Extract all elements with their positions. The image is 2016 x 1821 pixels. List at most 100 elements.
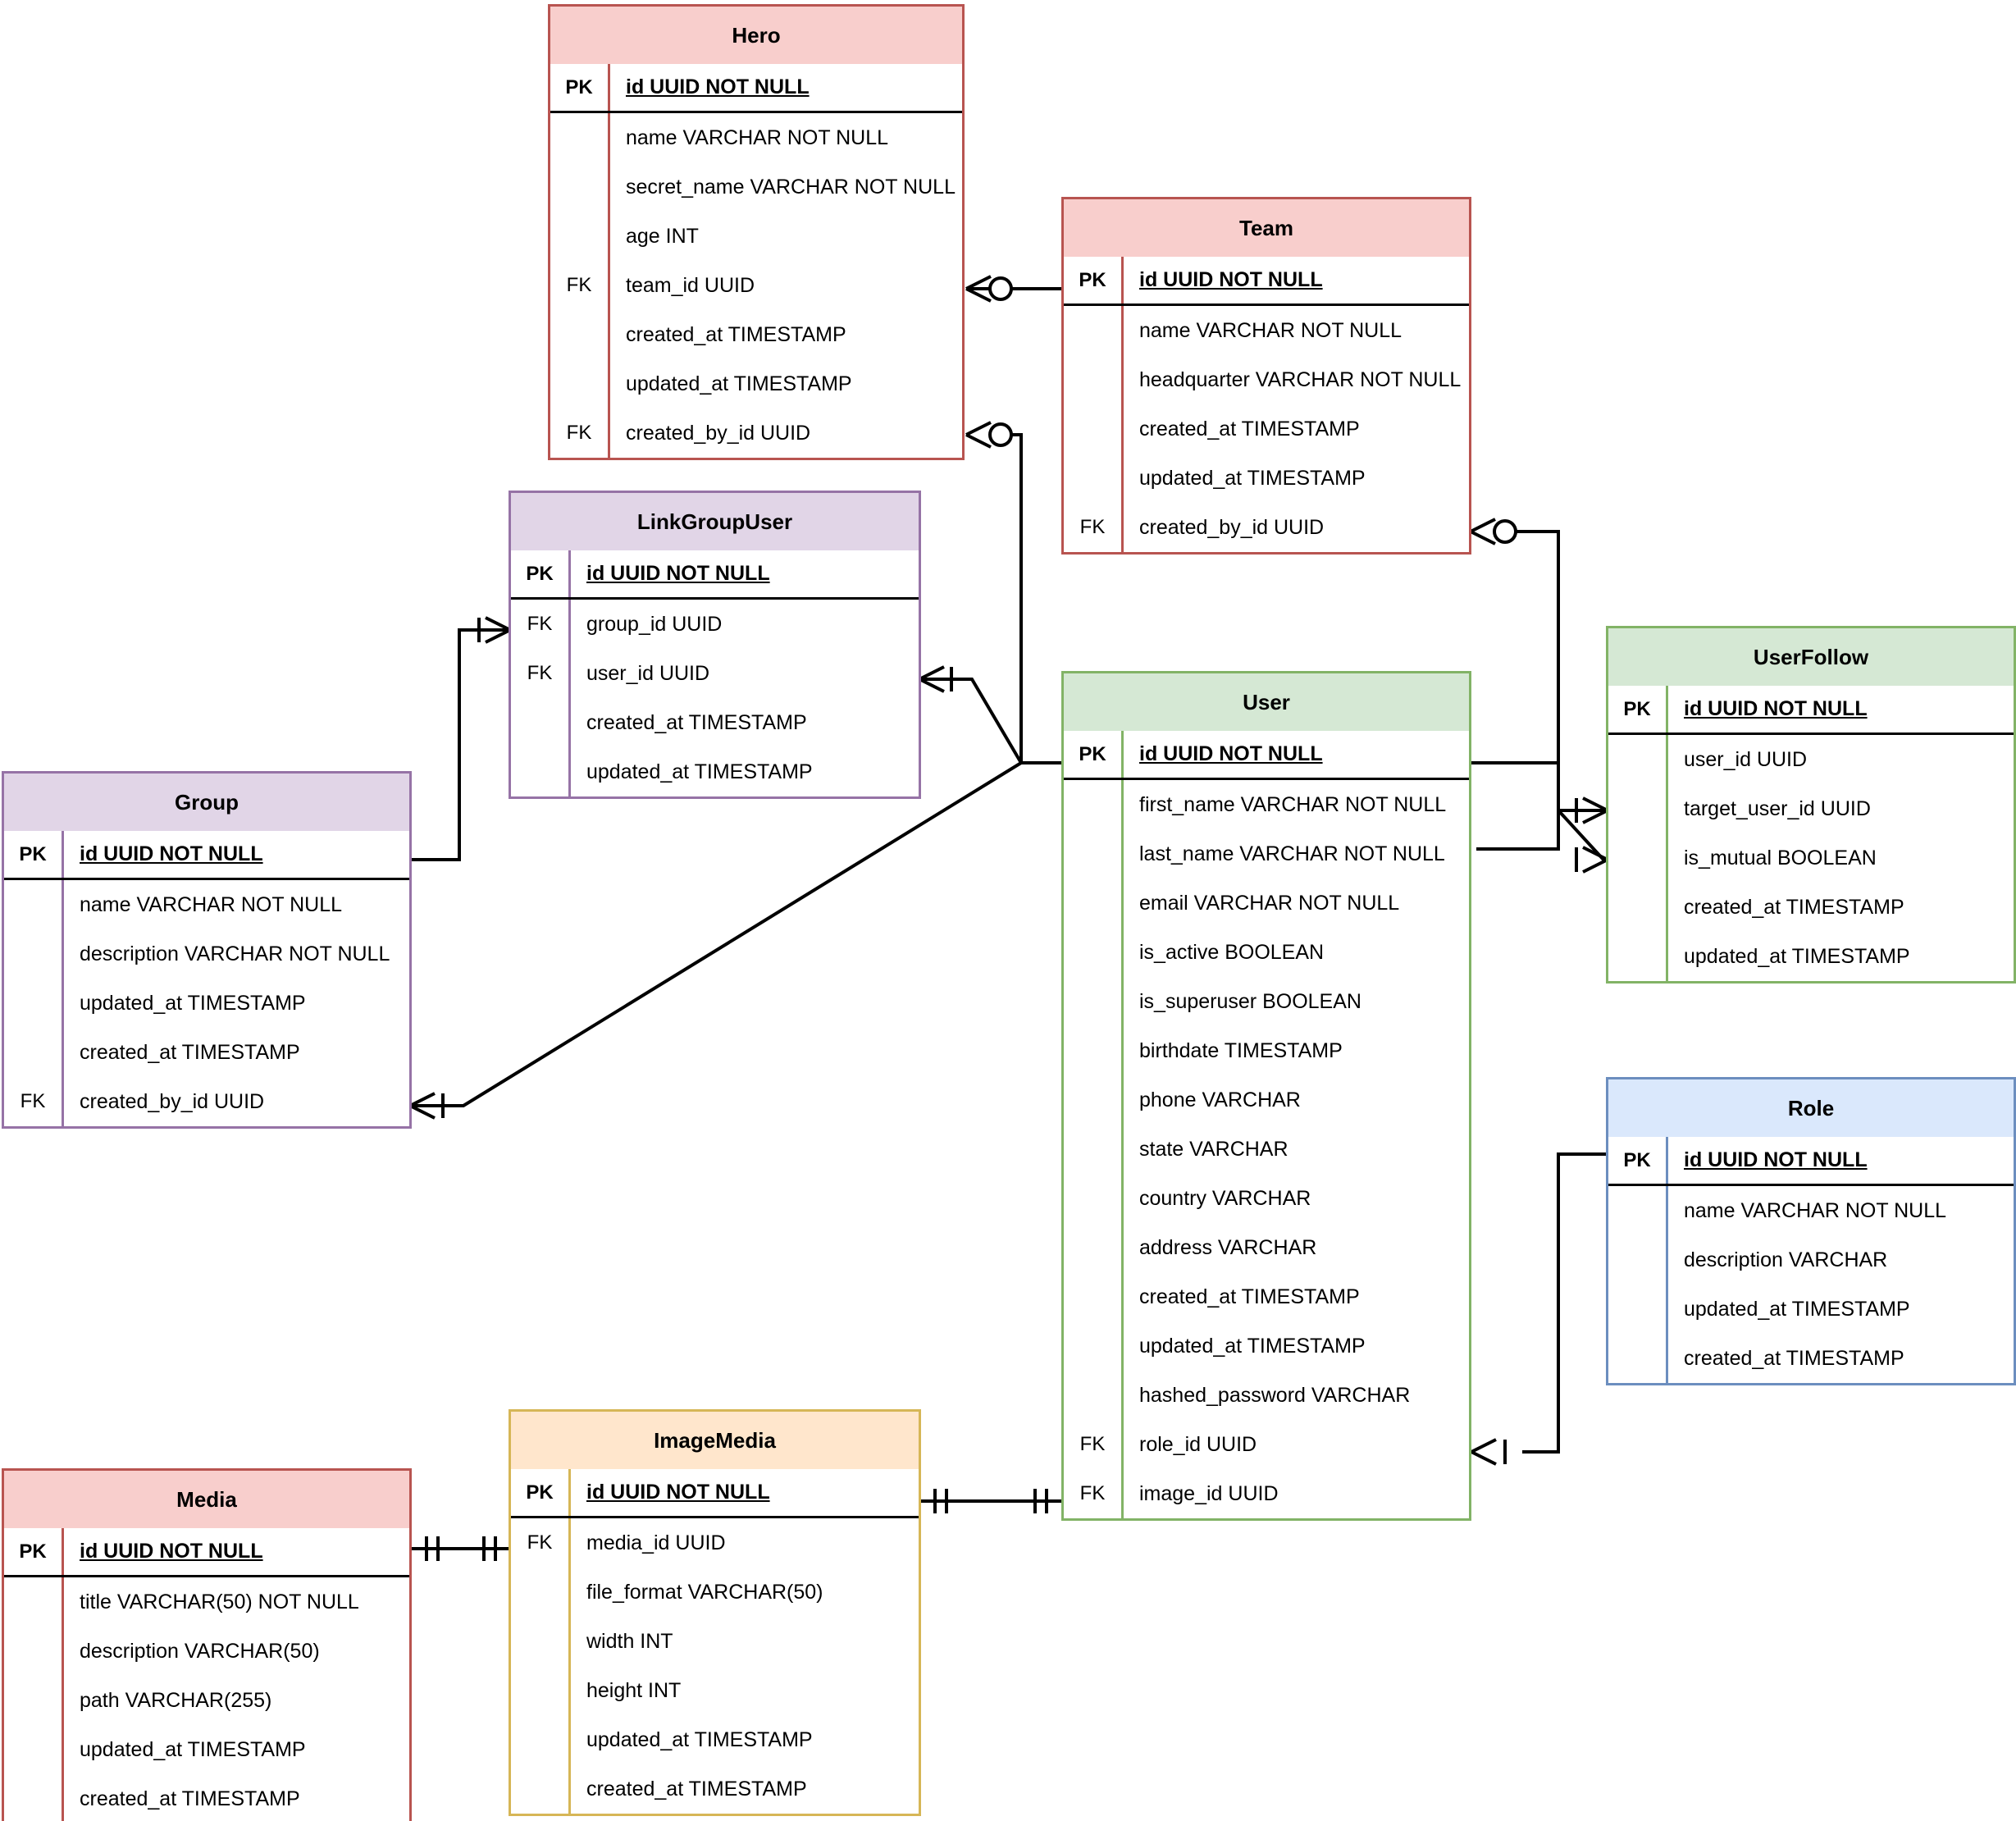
column-field: target_user_id UUID bbox=[1684, 796, 1871, 820]
table-row[interactable]: target_user_id UUID bbox=[1608, 784, 2014, 833]
field-cell: group_id UUID bbox=[568, 613, 919, 637]
table-row[interactable]: updated_at TIMESTAMP bbox=[4, 1725, 409, 1774]
table-row[interactable]: updated_at TIMESTAMP bbox=[511, 747, 919, 796]
table-row[interactable]: updated_at TIMESTAMP bbox=[1608, 1285, 2014, 1334]
fk-badge: FK bbox=[566, 422, 592, 444]
primary-key-field: id UUID NOT NULL bbox=[1139, 742, 1323, 765]
table-row[interactable]: secret_name VARCHAR NOT NULL bbox=[550, 162, 962, 212]
table-row[interactable]: name VARCHAR NOT NULL bbox=[550, 113, 962, 162]
field-cell: headquarter VARCHAR NOT NULL bbox=[1121, 368, 1469, 392]
column-field: created_at TIMESTAMP bbox=[1139, 417, 1360, 440]
table-row[interactable]: user_id UUID bbox=[1608, 735, 2014, 784]
field-cell: created_by_id UUID bbox=[1121, 516, 1469, 540]
table-row[interactable]: created_at TIMESTAMP bbox=[550, 310, 962, 359]
table-row[interactable]: created_at TIMESTAMP bbox=[4, 1774, 409, 1821]
table-row[interactable]: height INT bbox=[511, 1666, 919, 1715]
field-cell: last_name VARCHAR NOT NULL bbox=[1121, 842, 1469, 866]
field-cell: birthdate TIMESTAMP bbox=[1121, 1039, 1469, 1063]
table-row[interactable]: created_at TIMESTAMP bbox=[1064, 404, 1469, 454]
field-cell: team_id UUID bbox=[608, 274, 962, 298]
table-row[interactable]: hashed_password VARCHAR bbox=[1064, 1371, 1469, 1420]
table-row[interactable]: updated_at TIMESTAMP bbox=[550, 359, 962, 408]
field-cell: updated_at TIMESTAMP bbox=[568, 760, 919, 784]
table-row[interactable]: birthdate TIMESTAMP bbox=[1064, 1026, 1469, 1075]
field-cell: secret_name VARCHAR NOT NULL bbox=[608, 176, 962, 199]
table-row[interactable]: created_at TIMESTAMP bbox=[1608, 1334, 2014, 1383]
table-row[interactable]: state VARCHAR bbox=[1064, 1125, 1469, 1174]
field-cell: is_mutual BOOLEAN bbox=[1666, 847, 2014, 870]
pk-badge: PK bbox=[1079, 742, 1106, 765]
table-row[interactable]: created_at TIMESTAMP bbox=[4, 1028, 409, 1077]
table-row[interactable]: description VARCHAR NOT NULL bbox=[4, 929, 409, 979]
table-row[interactable]: name VARCHAR NOT NULL bbox=[4, 880, 409, 929]
field-cell: created_at TIMESTAMP bbox=[568, 711, 919, 735]
table-row[interactable]: description VARCHAR(50) bbox=[4, 1627, 409, 1676]
table-row[interactable]: updated_at TIMESTAMP bbox=[1608, 932, 2014, 981]
table-row[interactable]: headquarter VARCHAR NOT NULL bbox=[1064, 355, 1469, 404]
pk-badge: PK bbox=[565, 75, 593, 98]
table-row[interactable]: country VARCHAR bbox=[1064, 1174, 1469, 1223]
column-field: hashed_password VARCHAR bbox=[1139, 1383, 1411, 1407]
table-row[interactable]: is_superuser BOOLEAN bbox=[1064, 977, 1469, 1026]
table-row[interactable]: age INT bbox=[550, 212, 962, 261]
table-row[interactable]: created_at TIMESTAMP bbox=[511, 1764, 919, 1814]
table-row[interactable]: name VARCHAR NOT NULL bbox=[1064, 306, 1469, 355]
table-row[interactable]: updated_at TIMESTAMP bbox=[1064, 454, 1469, 503]
table-row[interactable]: created_at TIMESTAMP bbox=[1608, 883, 2014, 932]
table-row[interactable]: is_active BOOLEAN bbox=[1064, 928, 1469, 977]
table-row[interactable]: updated_at TIMESTAMP bbox=[511, 1715, 919, 1764]
table-row[interactable]: description VARCHAR bbox=[1608, 1235, 2014, 1285]
column-field: email VARCHAR NOT NULL bbox=[1139, 891, 1400, 915]
column-field: team_id UUID bbox=[626, 273, 755, 297]
table-row[interactable]: updated_at TIMESTAMP bbox=[1064, 1321, 1469, 1371]
table-row[interactable]: file_format VARCHAR(50) bbox=[511, 1568, 919, 1617]
table-row[interactable]: PK id UUID NOT NULL bbox=[1064, 731, 1469, 780]
column-field: created_by_id UUID bbox=[80, 1089, 265, 1113]
table-title-team: Team bbox=[1064, 199, 1469, 257]
table-row[interactable]: first_name VARCHAR NOT NULL bbox=[1064, 780, 1469, 829]
table-title-user: User bbox=[1064, 673, 1469, 731]
table-row[interactable]: is_mutual BOOLEAN bbox=[1608, 833, 2014, 883]
column-field: created_at TIMESTAMP bbox=[1684, 895, 1904, 919]
table-row[interactable]: address VARCHAR bbox=[1064, 1223, 1469, 1272]
table-row[interactable]: title VARCHAR(50) NOT NULL bbox=[4, 1577, 409, 1627]
table-row[interactable]: name VARCHAR NOT NULL bbox=[1608, 1186, 2014, 1235]
table-row[interactable]: path VARCHAR(255) bbox=[4, 1676, 409, 1725]
field-cell: file_format VARCHAR(50) bbox=[568, 1581, 919, 1604]
table-row[interactable]: created_at TIMESTAMP bbox=[1064, 1272, 1469, 1321]
table-row[interactable]: width INT bbox=[511, 1617, 919, 1666]
table-row[interactable]: updated_at TIMESTAMP bbox=[4, 979, 409, 1028]
table-row[interactable]: created_at TIMESTAMP bbox=[511, 698, 919, 747]
table-row[interactable]: email VARCHAR NOT NULL bbox=[1064, 879, 1469, 928]
field-cell: id UUID NOT NULL bbox=[1666, 697, 2014, 721]
table-row[interactable]: last_name VARCHAR NOT NULL bbox=[1064, 829, 1469, 879]
table-row[interactable]: phone VARCHAR bbox=[1064, 1075, 1469, 1125]
